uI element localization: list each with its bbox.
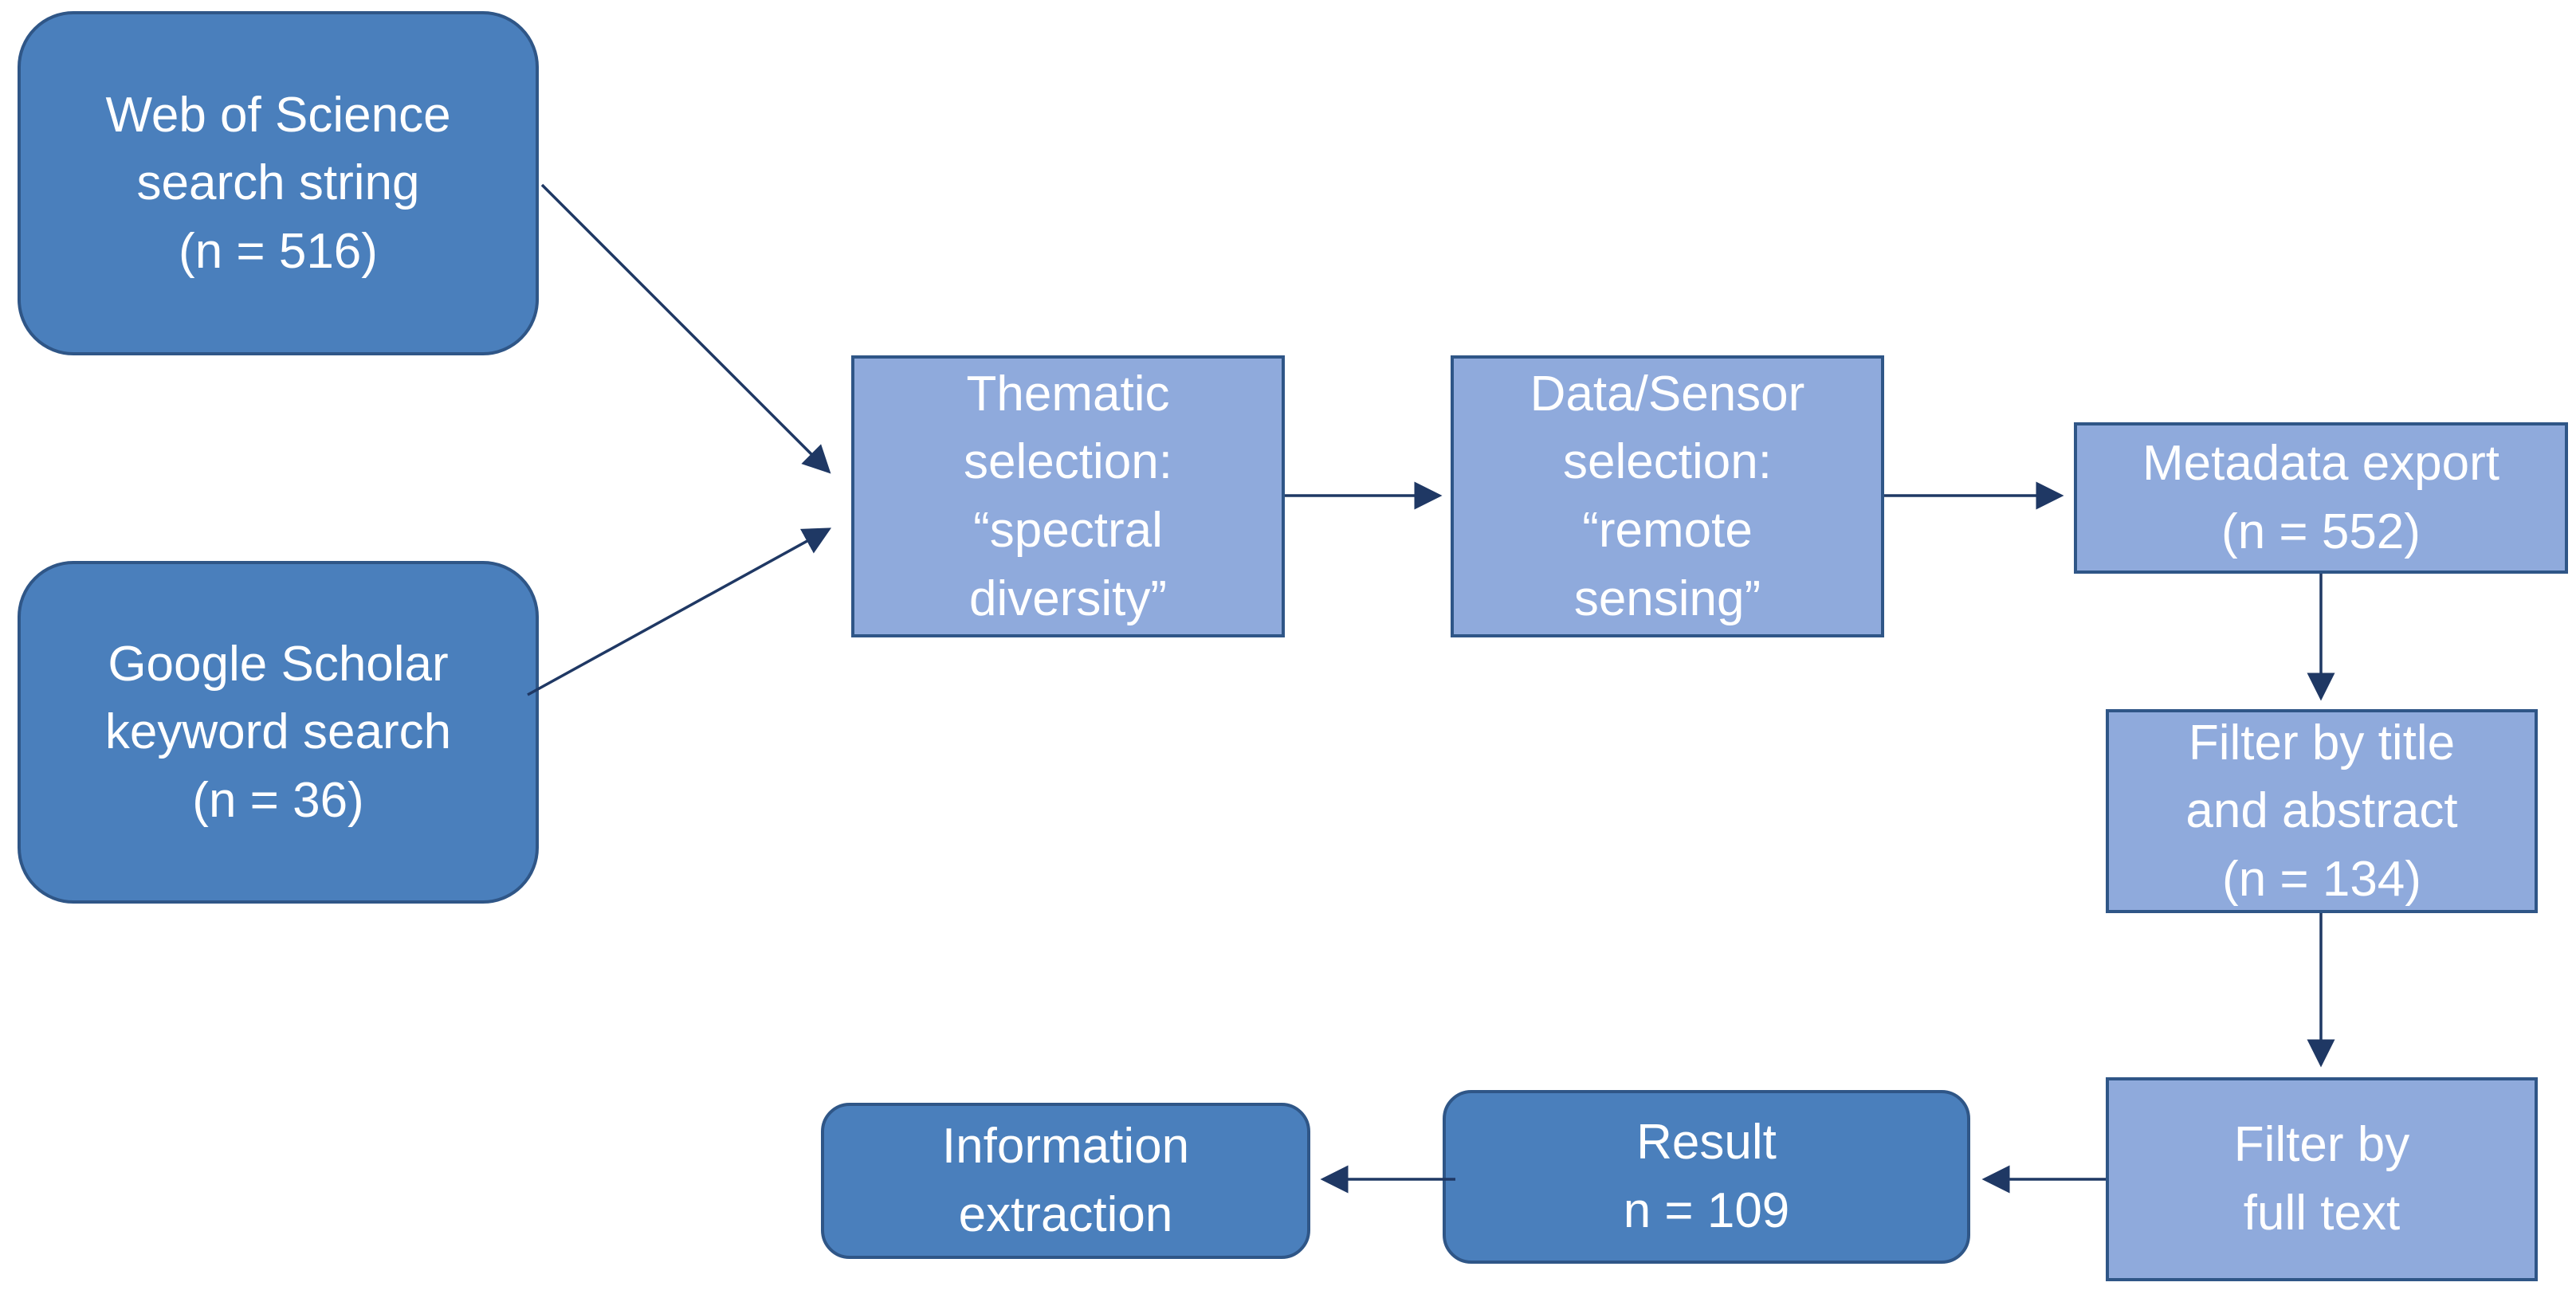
google-scholar-box: Google Scholar keyword search (n = 36) <box>18 561 539 904</box>
thematic-selection-label: Thematic selection: “spectral diversity” <box>964 366 1172 626</box>
result-label: Result n = 109 <box>1623 1115 1790 1238</box>
metadata-export-box: Metadata export (n = 552) <box>2074 422 2568 574</box>
web-of-science-label: Web of Science search string (n = 516) <box>105 87 451 279</box>
filter-full-text-box: Filter by full text <box>2106 1077 2538 1281</box>
arrow-wos-to-thematic <box>540 183 831 474</box>
sensor-selection-box: Data/Sensor selection: “remote sensing” <box>1451 355 1884 637</box>
information-extraction-box: Information extraction <box>821 1103 1310 1259</box>
web-of-science-box: Web of Science search string (n = 516) <box>18 11 539 355</box>
filter-title-abstract-box: Filter by title and abstract (n = 134) <box>2106 709 2538 913</box>
google-scholar-label: Google Scholar keyword search (n = 36) <box>104 636 452 828</box>
thematic-selection-box: Thematic selection: “spectral diversity” <box>851 355 1285 637</box>
sensor-selection-label: Data/Sensor selection: “remote sensing” <box>1530 366 1805 626</box>
metadata-export-label: Metadata export (n = 552) <box>2142 436 2500 559</box>
result-box: Result n = 109 <box>1443 1090 1970 1264</box>
arrow-gs-to-thematic <box>527 527 832 696</box>
filter-full-text-label: Filter by full text <box>2233 1117 2410 1241</box>
filter-title-abstract-label: Filter by title and abstract (n = 134) <box>2185 715 2458 907</box>
information-extraction-label: Information extraction <box>941 1119 1190 1242</box>
